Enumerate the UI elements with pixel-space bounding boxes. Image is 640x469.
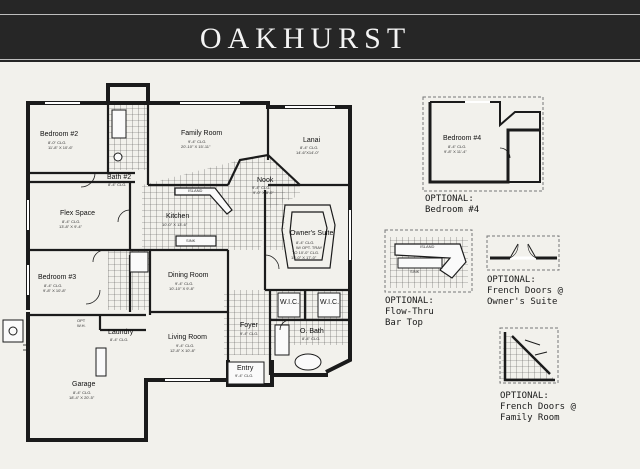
room-label-wic-1: W.I.C. (280, 299, 300, 306)
room-label-bath2: Bath #2 (107, 174, 132, 181)
room-dim-owners-a: 8'-4" CLG. (296, 240, 315, 245)
option-family-doors-line3: Family Room (500, 413, 560, 423)
room-label-owners: Owner's Suite (290, 230, 334, 237)
room-dim-lanai-a: 8'-4" CLG. (300, 145, 319, 150)
room-dim-owners-c: TO 10'-0" CLG. (292, 250, 320, 255)
option-family-doors-caption: OPTIONAL: French Doors @ Family Room (500, 391, 576, 424)
room-dim-family-b: 20'-10" X 15'-11" (181, 144, 211, 149)
room-dim-nook-a: 9'-4" CLG. (252, 185, 271, 190)
room-label-laundry: Laundry (108, 329, 134, 336)
room-dim-bedroom4-b: 9'-8" X 11'-4" (444, 149, 467, 154)
doors (80, 172, 291, 331)
room-dim-bedroom2-b: 11'-8" X 10'-6" (48, 145, 73, 150)
room-label-living: Living Room (168, 334, 207, 341)
option-owners-doors-line2: French Doors @ (487, 286, 563, 296)
room-dim-bedroom2-a: 8'-0" CLG. (48, 140, 67, 145)
option-owners-doors-line1: OPTIONAL: (487, 275, 536, 285)
room-dim-family-a: 9'-4" CLG. (188, 139, 207, 144)
room-dim-bath2: 8'-4" CLG. (108, 182, 127, 187)
room-dim-living-a: 9'-4" CLG. (176, 343, 195, 348)
option-flow-thru-line3: Bar Top (385, 318, 423, 328)
option-owners-doors-line3: Owner's Suite (487, 297, 558, 307)
option-family-doors-line1: OPTIONAL: (500, 391, 549, 401)
room-label-dining: Dining Room (168, 272, 209, 279)
room-label-entry: Entry (237, 365, 254, 372)
room-dim-nook-b: 9'-0" X 8'-0" (253, 190, 274, 195)
room-dim-owners-b: W/ OPT. TRAY (296, 245, 323, 250)
room-label-family: Family Room (181, 130, 223, 137)
room-dim-kitchen: 10'-0" X 13'-6" (162, 222, 188, 227)
optional-owners-doors-diagram (486, 235, 560, 271)
title-banner: OAKHURST (0, 0, 640, 62)
room-dim-bedroom4-a: 8'-4" CLG. (448, 144, 467, 149)
room-label-nook: Nook (257, 177, 274, 184)
fixture-island-label-opt: ISLAND (420, 244, 435, 249)
room-label-lanai: Lanai (303, 137, 321, 144)
room-label-kitchen: Kitchen (166, 213, 190, 220)
room-label-bedroom3: Bedroom #3 (38, 274, 77, 281)
room-dim-laundry: 8'-4" CLG. (110, 337, 129, 342)
optional-family-doors-diagram (499, 327, 559, 384)
room-label-garage: Garage (72, 381, 96, 388)
fixture-sink-label-opt: SINK (410, 269, 420, 274)
room-dim-bedroom3-a: 8'-4" CLG. (44, 283, 63, 288)
plan-title: OAKHURST (199, 22, 412, 55)
room-label-wic-2: W.I.C. (320, 299, 340, 306)
room-dim-owners-d: 15'-0" X 17'-0" (291, 255, 317, 260)
room-dim-entry: 9'-4" CLG. (235, 373, 254, 378)
optional-bedroom4-diagram (422, 96, 544, 192)
fixtures (2, 109, 341, 385)
fixture-wh-label: W.H. (77, 323, 86, 328)
room-dim-flex-b: 13'-8" X 9'-4" (59, 224, 83, 229)
banner-rule-bottom (0, 59, 640, 60)
room-dim-garage-b: 18'-4" X 20'-5" (69, 395, 95, 400)
room-label-bedroom4: Bedroom #4 (443, 135, 482, 142)
room-dim-dining-b: 10'-10" X 9'-8" (169, 286, 195, 291)
optional-flow-thru-diagram (384, 229, 473, 293)
interior-walls (28, 103, 350, 380)
option-flow-thru-line2: Flow-Thru (385, 307, 434, 317)
room-dim-lanai-b: 14'-6"X14'-0" (296, 150, 320, 155)
room-label-foyer: Foyer (240, 322, 258, 329)
option-flow-thru-line1: OPTIONAL: (385, 296, 434, 306)
room-dim-bedroom3-b: 9'-8" X 10'-8" (43, 288, 67, 293)
room-dim-dining-a: 9'-4" CLG. (175, 281, 194, 286)
option-bedroom4-line1: OPTIONAL: (425, 194, 474, 204)
owners-tray-ceiling (281, 204, 336, 269)
windows (27, 102, 351, 381)
room-label-obath: O. Bath (300, 328, 324, 335)
option-owners-doors-caption: OPTIONAL: French Doors @ Owner's Suite (487, 275, 563, 308)
banner-rule-top (0, 14, 640, 15)
fixture-sink-label: SINK (186, 238, 196, 243)
room-dim-foyer: 9'-4" CLG. (240, 331, 259, 336)
fixture-opt-label: OPT (77, 318, 86, 323)
fixture-island-label: ISLAND (188, 188, 203, 193)
room-label-flex: Flex Space (60, 210, 96, 217)
room-dim-flex-a: 8'-4" CLG. (62, 219, 81, 224)
option-bedroom4-line2: Bedroom #4 (425, 205, 480, 215)
room-dim-obath: 8'-4" CLG. (302, 336, 321, 341)
option-bedroom4-caption: OPTIONAL: Bedroom #4 (425, 194, 479, 216)
room-label-bedroom2: Bedroom #2 (40, 131, 79, 138)
room-dim-living-b: 12'-8" X 10'-8" (170, 348, 196, 353)
kitchen-island (174, 187, 233, 247)
room-dim-garage-a: 8'-4" CLG. (73, 390, 92, 395)
porch-steps (23, 344, 28, 351)
option-flow-thru-caption: OPTIONAL: Flow-Thru Bar Top (385, 296, 434, 329)
option-family-doors-line2: French Doors @ (500, 402, 576, 412)
